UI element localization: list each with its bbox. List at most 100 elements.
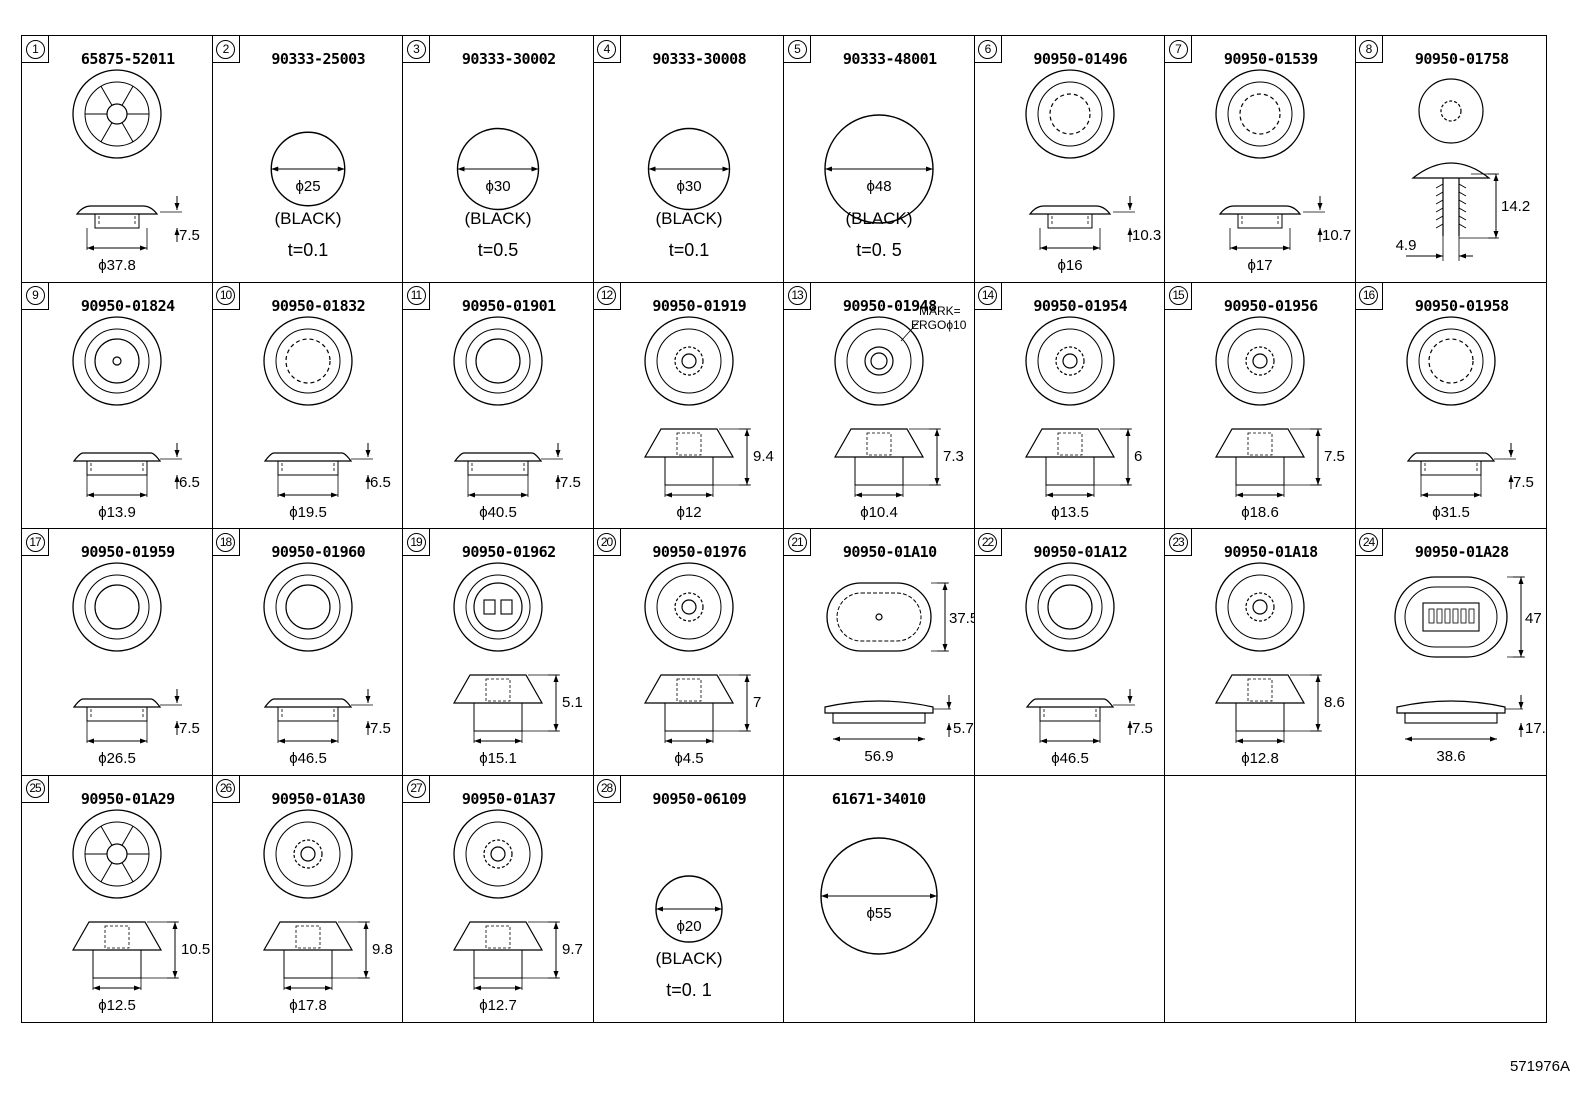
round-seal-disc-icon: ϕ20(BLACK)t=0. 1 [654,874,723,1000]
connector-grommet-icon: ϕ15.15.1 [452,562,583,767]
part-number: 90950-01976 [652,543,747,561]
item-number: 23 [1168,532,1188,552]
dimension-label: 47 [1525,610,1542,627]
item-number-badge: 23 [1165,529,1192,556]
item-number: 21 [787,532,807,552]
item-number: 9 [25,286,45,305]
dimension-label: ϕ25 [295,178,320,195]
dimension-label: 7.5 [370,720,391,737]
color-note: (BLACK) [845,209,912,228]
hole-plug-icon: ϕ40.57.5 [453,315,581,521]
dimension-label: 8.6 [1324,694,1345,711]
item-number-badge: 16 [1355,282,1383,310]
dimension-label: ϕ55 [866,905,891,922]
item-number: 28 [597,779,616,798]
part-cell: 61671-34010 ϕ55 [784,775,975,1022]
part-number: 90950-01956 [1223,296,1318,315]
item-number-badge: 14 [974,282,1002,310]
thickness-label: t=0.1 [287,240,328,260]
item-number: 3 [406,39,426,59]
dimension-label: 9.4 [753,448,774,465]
dimension-label: 56.9 [864,748,893,765]
dimension-label: ϕ31.5 [1432,504,1470,521]
item-number: 7 [1168,39,1188,59]
dimension-label: ϕ16 [1057,257,1082,274]
item-number-badge: 1 [22,36,49,63]
dimension-label: 9.8 [372,941,393,958]
item-number-badge: 7 [1165,36,1192,63]
dimension-label: ϕ46.5 [289,750,327,767]
item-number-badge: 3 [403,36,430,63]
item-number-badge: 4 [593,36,621,63]
dimension-label: 7.5 [1513,474,1534,491]
item-number: 17 [25,532,45,552]
dimension-label: 5.1 [562,694,583,711]
empty-cell [975,775,1165,1022]
item-number-badge: 24 [1355,529,1383,556]
dimension-label: ϕ18.6 [1241,504,1279,521]
part-number: 90950-01A28 [1414,543,1509,561]
dimension-label: 7.3 [943,448,964,465]
round-seal-disc-icon: ϕ55 [820,836,938,955]
item-number-badge: 26 [212,775,240,803]
dimension-label: 10.3 [1132,227,1161,244]
round-seal-disc-icon: ϕ30(BLACK)t=0.5 [456,127,540,260]
dimension-label: 38.6 [1436,748,1465,765]
plug-grommet-icon: ϕ16 10.3 [1024,69,1161,274]
round-seal-disc-icon: ϕ25 (BLACK) t=0.1 [270,131,345,260]
part-number: 90950-01824 [80,296,175,315]
part-number: 90333-30002 [461,50,556,68]
part-number: 90950-01959 [80,543,175,561]
hole-plug-icon: ϕ19.56.5 [262,315,390,521]
dimension-label: 9.7 [562,941,583,958]
item-number: 11 [406,286,426,305]
tall-grommet-icon: ϕ4.5 7 [643,562,761,767]
item-number-badge: 28 [593,775,621,803]
item-number-badge: 17 [22,529,49,556]
dimension-label: 7.5 [1132,720,1153,737]
dimension-label: 7 [753,694,761,711]
hole-plug-icon: ϕ46.57.5 [1024,562,1153,767]
dimension-label: ϕ19.5 [289,504,327,521]
dimension-label: ϕ48 [866,178,891,195]
dimension-label: ϕ30 [485,178,510,195]
part-number: 90950-01832 [271,296,366,315]
dimension-label: 7.5 [179,720,200,737]
dimension-label: ϕ17 [1247,257,1272,274]
part-number: 90950-01958 [1414,296,1509,315]
item-number: 6 [978,39,997,59]
item-number-badge: 22 [974,529,1002,556]
part-cell: 26 90950-01A30 ϕ17.8 9.8 [212,775,403,1022]
part-number: 90950-01962 [461,543,556,561]
item-number: 4 [597,39,616,59]
radial-spoke-grommet-icon: ϕ12.510.5 [71,808,210,1014]
dimension-label: ϕ4.5 [674,750,703,767]
hole-plug-icon: ϕ26.5 7.5 [72,562,200,767]
dimension-label: ϕ17.8 [289,997,327,1014]
radial-spoke-grommet-icon: ϕ37.87.5 [72,69,200,274]
item-number: 26 [216,779,235,798]
dimension-label: ϕ26.5 [98,750,136,767]
part-number: 61671-34010 [831,789,926,808]
color-note: (BLACK) [274,209,341,228]
oval-plug-icon: 37.556.95.7 [824,582,974,765]
item-number: 24 [1359,532,1378,552]
color-note: (BLACK) [655,949,722,968]
item-number-badge: 9 [22,282,49,310]
part-number: 90950-01A37 [461,789,556,808]
part-number: 90950-01A30 [271,789,366,808]
item-number-badge: 8 [1355,36,1383,63]
